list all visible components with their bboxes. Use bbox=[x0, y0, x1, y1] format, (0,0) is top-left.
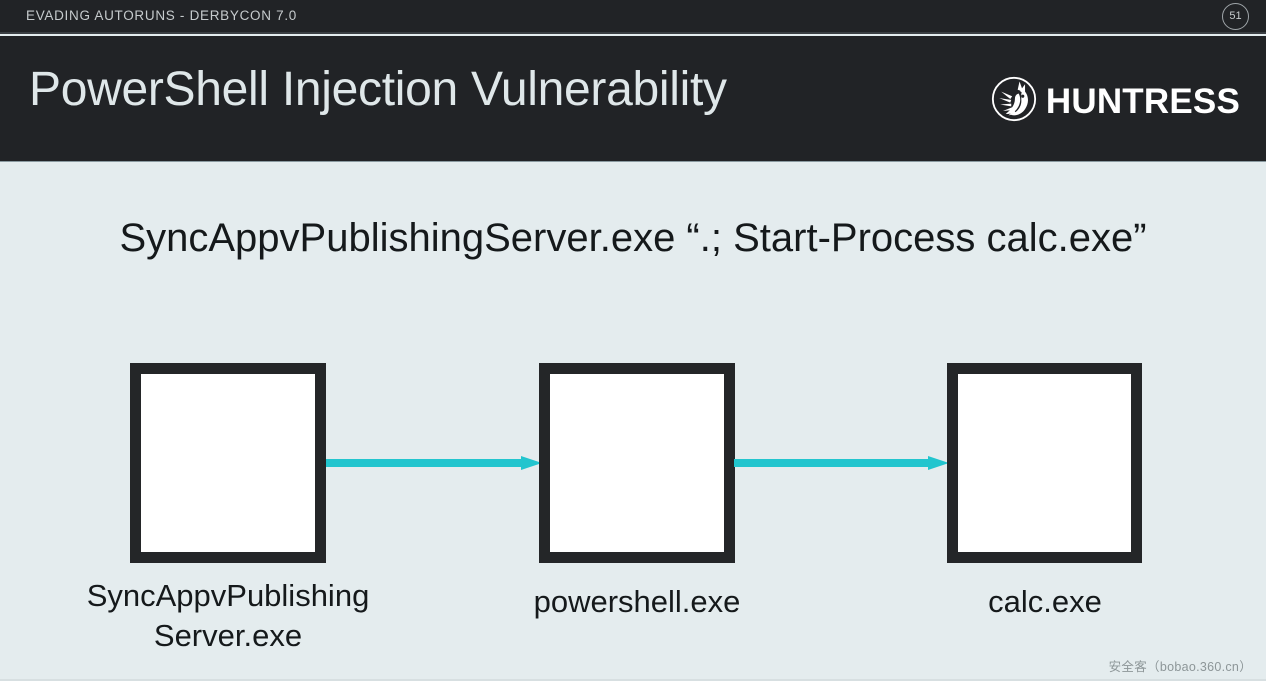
slide-bottom-edge bbox=[0, 679, 1266, 681]
process-chain-diagram bbox=[0, 363, 1266, 573]
process-label-powershell: powershell.exe bbox=[457, 582, 817, 622]
huntress-wolf-head-icon bbox=[991, 76, 1037, 127]
slide-title-band: PowerShell Injection Vulnerability bbox=[0, 36, 1266, 162]
arrow-node1-to-node2 bbox=[326, 456, 542, 470]
arrow-shaft bbox=[734, 459, 929, 467]
arrow-head-icon bbox=[521, 456, 542, 470]
process-label-syncappvpublishingserver: SyncAppvPublishing Server.exe bbox=[48, 576, 408, 656]
slide-status-bar: EVADING AUTORUNS - DERBYCON 7.0 51 bbox=[0, 0, 1266, 34]
source-watermark: 安全客（bobao.360.cn） bbox=[1108, 660, 1252, 674]
process-label-line-1: powershell.exe bbox=[533, 584, 741, 619]
process-box-syncappvpublishingserver bbox=[130, 363, 326, 563]
page-title: PowerShell Injection Vulnerability bbox=[29, 63, 727, 116]
command-text: SyncAppvPublishingServer.exe “.; Start-P… bbox=[119, 216, 1147, 260]
process-label-calc: calc.exe bbox=[865, 582, 1225, 622]
process-label-line-1: SyncAppvPublishing bbox=[86, 578, 370, 613]
deck-name-label: EVADING AUTORUNS - DERBYCON 7.0 bbox=[26, 8, 298, 23]
slide-number-badge: 51 bbox=[1222, 3, 1249, 30]
process-box-calc bbox=[947, 363, 1142, 563]
process-label-line-2: Server.exe bbox=[153, 618, 303, 653]
huntress-logo: HUNTRESS bbox=[991, 76, 1240, 127]
process-box-powershell bbox=[539, 363, 735, 563]
huntress-wordmark: HUNTRESS bbox=[1045, 82, 1240, 121]
arrow-shaft bbox=[326, 459, 522, 467]
arrow-node2-to-node3 bbox=[734, 456, 949, 470]
arrow-head-icon bbox=[928, 456, 949, 470]
process-label-line-1: calc.exe bbox=[988, 584, 1102, 619]
